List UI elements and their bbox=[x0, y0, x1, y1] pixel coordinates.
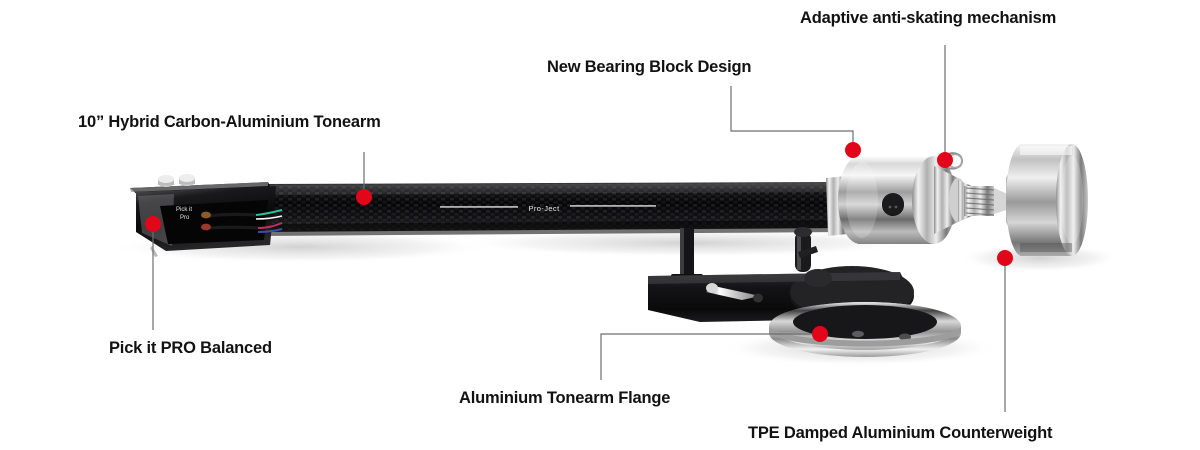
leader-line-tonearm-flange bbox=[600, 333, 815, 380]
callout-label-tonearm: 10” Hybrid Carbon-Aluminium Tonearm bbox=[78, 113, 381, 131]
bearing-block bbox=[826, 156, 967, 244]
anti-skating-mechanism bbox=[945, 152, 1012, 222]
callout-marker-tonearm[interactable] bbox=[356, 189, 372, 205]
callout-marker-anti-skating[interactable] bbox=[937, 152, 953, 168]
callout-label-pick-it-pro: Pick it PRO Balanced bbox=[109, 339, 272, 357]
callout-label-counterweight: TPE Damped Aluminium Counterweight bbox=[748, 424, 1053, 442]
headshell-brand-line2: Pro bbox=[180, 215, 190, 221]
callout-marker-tonearm-flange[interactable] bbox=[812, 326, 828, 342]
tpe-counterweight bbox=[1006, 144, 1088, 256]
headshell-brand-line1: Pick it bbox=[176, 207, 192, 213]
callout-marker-bearing-block[interactable] bbox=[845, 142, 861, 158]
leader-line-bearing-block bbox=[730, 86, 854, 146]
callout-label-anti-skating: Adaptive anti-skating mechanism bbox=[800, 9, 1057, 27]
callout-marker-counterweight[interactable] bbox=[997, 250, 1013, 266]
carbon-arm-tube: Pro-Ject bbox=[258, 182, 846, 236]
callout-label-bearing-block: New Bearing Block Design bbox=[547, 58, 752, 76]
callout-label-tonearm-flange: Aluminium Tonearm Flange bbox=[459, 389, 671, 407]
callout-marker-pick-it-pro[interactable] bbox=[145, 216, 161, 232]
headshell-cartridge: Pick it Pro bbox=[130, 174, 283, 257]
armtube-brand-text: Pro-Ject bbox=[528, 204, 560, 213]
